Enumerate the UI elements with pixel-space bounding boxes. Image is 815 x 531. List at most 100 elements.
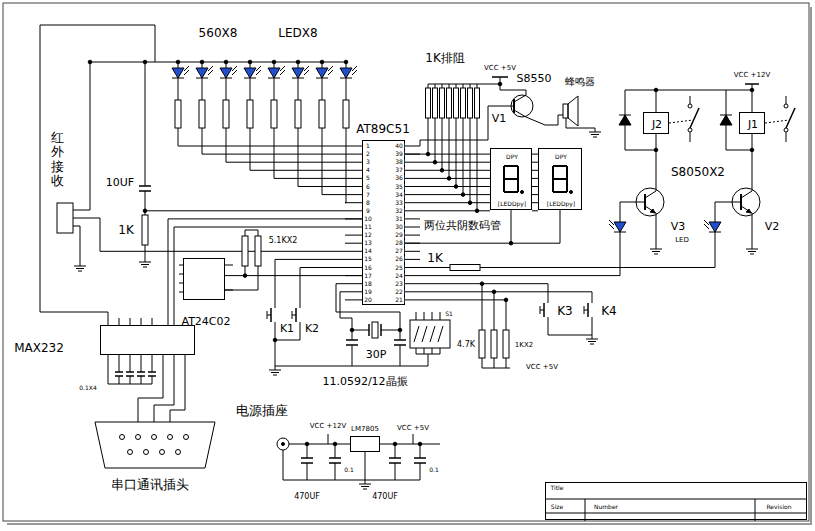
wire [40, 25, 108, 318]
wire [141, 362, 142, 372]
light-arrow [704, 224, 709, 229]
node-text: [LEDDpy] [497, 201, 527, 207]
pin-number: 36 [394, 175, 404, 181]
led-symbol [268, 68, 280, 78]
connector-pin [120, 435, 125, 440]
wire [130, 362, 131, 372]
wire [178, 128, 345, 146]
pin-number: 3 [365, 159, 371, 165]
ground-symbol [273, 375, 277, 376]
diode-symbol [619, 115, 631, 116]
relay-contact [690, 96, 691, 104]
resistor-symbol [142, 215, 148, 245]
part-name: 蜂鸣器 [564, 77, 596, 87]
display-segment [504, 178, 518, 180]
junction-dot [248, 60, 252, 64]
pin-line [345, 210, 362, 211]
wire [470, 84, 471, 88]
junction-dot [200, 60, 204, 64]
pin-number: 1 [365, 143, 371, 149]
pin-line [345, 178, 362, 179]
relay-coil: J1 [739, 112, 765, 134]
pin-number: 5 [365, 175, 371, 181]
junction-dot [350, 328, 354, 332]
pin-line [163, 355, 164, 362]
power-jack-symbol [282, 443, 285, 446]
transistor-symbol [500, 90, 526, 102]
net-label: VCC +5V [525, 364, 559, 371]
junction-dot [480, 282, 484, 286]
pin-line [345, 170, 362, 171]
pin-number: 19 [363, 289, 373, 295]
wire [322, 78, 323, 100]
light-arrow [256, 70, 261, 75]
ground-symbol [269, 370, 281, 371]
junction-dot [143, 209, 147, 213]
pin-line [141, 355, 142, 362]
resistor-symbol [319, 100, 325, 128]
resistor-symbol [242, 236, 248, 266]
wire [336, 284, 400, 330]
pin-number: 31 [394, 216, 404, 222]
wire [40, 25, 155, 62]
connector-pin [128, 450, 133, 455]
ground-symbol [365, 480, 366, 484]
pin-line [405, 210, 420, 211]
display-segment [553, 191, 567, 193]
pin-number: 38 [394, 159, 404, 165]
part-value: 11.0592/12晶振 [321, 376, 408, 387]
ground-symbol [78, 271, 82, 272]
switch-symbol [540, 310, 544, 311]
seven-segment-display: DPY[LEDDpy] [538, 148, 582, 210]
pin-line [405, 283, 420, 284]
light-arrow [609, 224, 614, 229]
transistor-symbol [645, 206, 656, 245]
junction-dot [654, 88, 658, 92]
pin-number: 40 [394, 143, 404, 149]
pin-line [405, 202, 420, 203]
transistor-symbol [741, 206, 752, 245]
title-block-line [545, 513, 807, 514]
light-arrow [304, 70, 309, 75]
wire [365, 452, 366, 480]
ground-symbol [595, 128, 596, 132]
part-designator: K3 [556, 305, 574, 317]
wire [178, 78, 179, 100]
connector-pin [176, 450, 181, 455]
pin-number: 7 [365, 192, 371, 198]
junction-dot [320, 60, 324, 64]
pin-line [405, 275, 420, 276]
pin-line [174, 355, 175, 362]
part-value: 560X8 [198, 27, 239, 39]
wire-connector [405, 154, 490, 155]
pin-line [405, 259, 420, 260]
light-arrow [232, 70, 237, 75]
resistor-symbol [475, 88, 480, 118]
ground-symbol [589, 132, 601, 133]
pin-line [405, 227, 420, 228]
wire [566, 118, 595, 128]
diode-symbol [720, 115, 732, 125]
ground-symbol [361, 486, 369, 487]
wire [420, 162, 490, 163]
led-symbol [292, 68, 304, 78]
pin-line [130, 318, 131, 325]
wire [420, 170, 490, 171]
wire [752, 134, 753, 150]
net-label: VCC +12V [309, 423, 347, 430]
part-designator: S1 [444, 311, 454, 317]
ground-symbol [750, 254, 754, 255]
junction-dot [398, 328, 402, 332]
pin-number: 33 [394, 200, 404, 206]
switch-symbol [540, 306, 541, 314]
wire [420, 178, 490, 179]
switch-symbol [292, 311, 293, 319]
ground-symbol [76, 268, 84, 269]
pin-line [345, 146, 362, 147]
ground-symbol [359, 484, 371, 485]
ground-symbol [593, 137, 597, 138]
vcc-symbol [745, 83, 759, 85]
capacitor-symbol [148, 371, 156, 373]
